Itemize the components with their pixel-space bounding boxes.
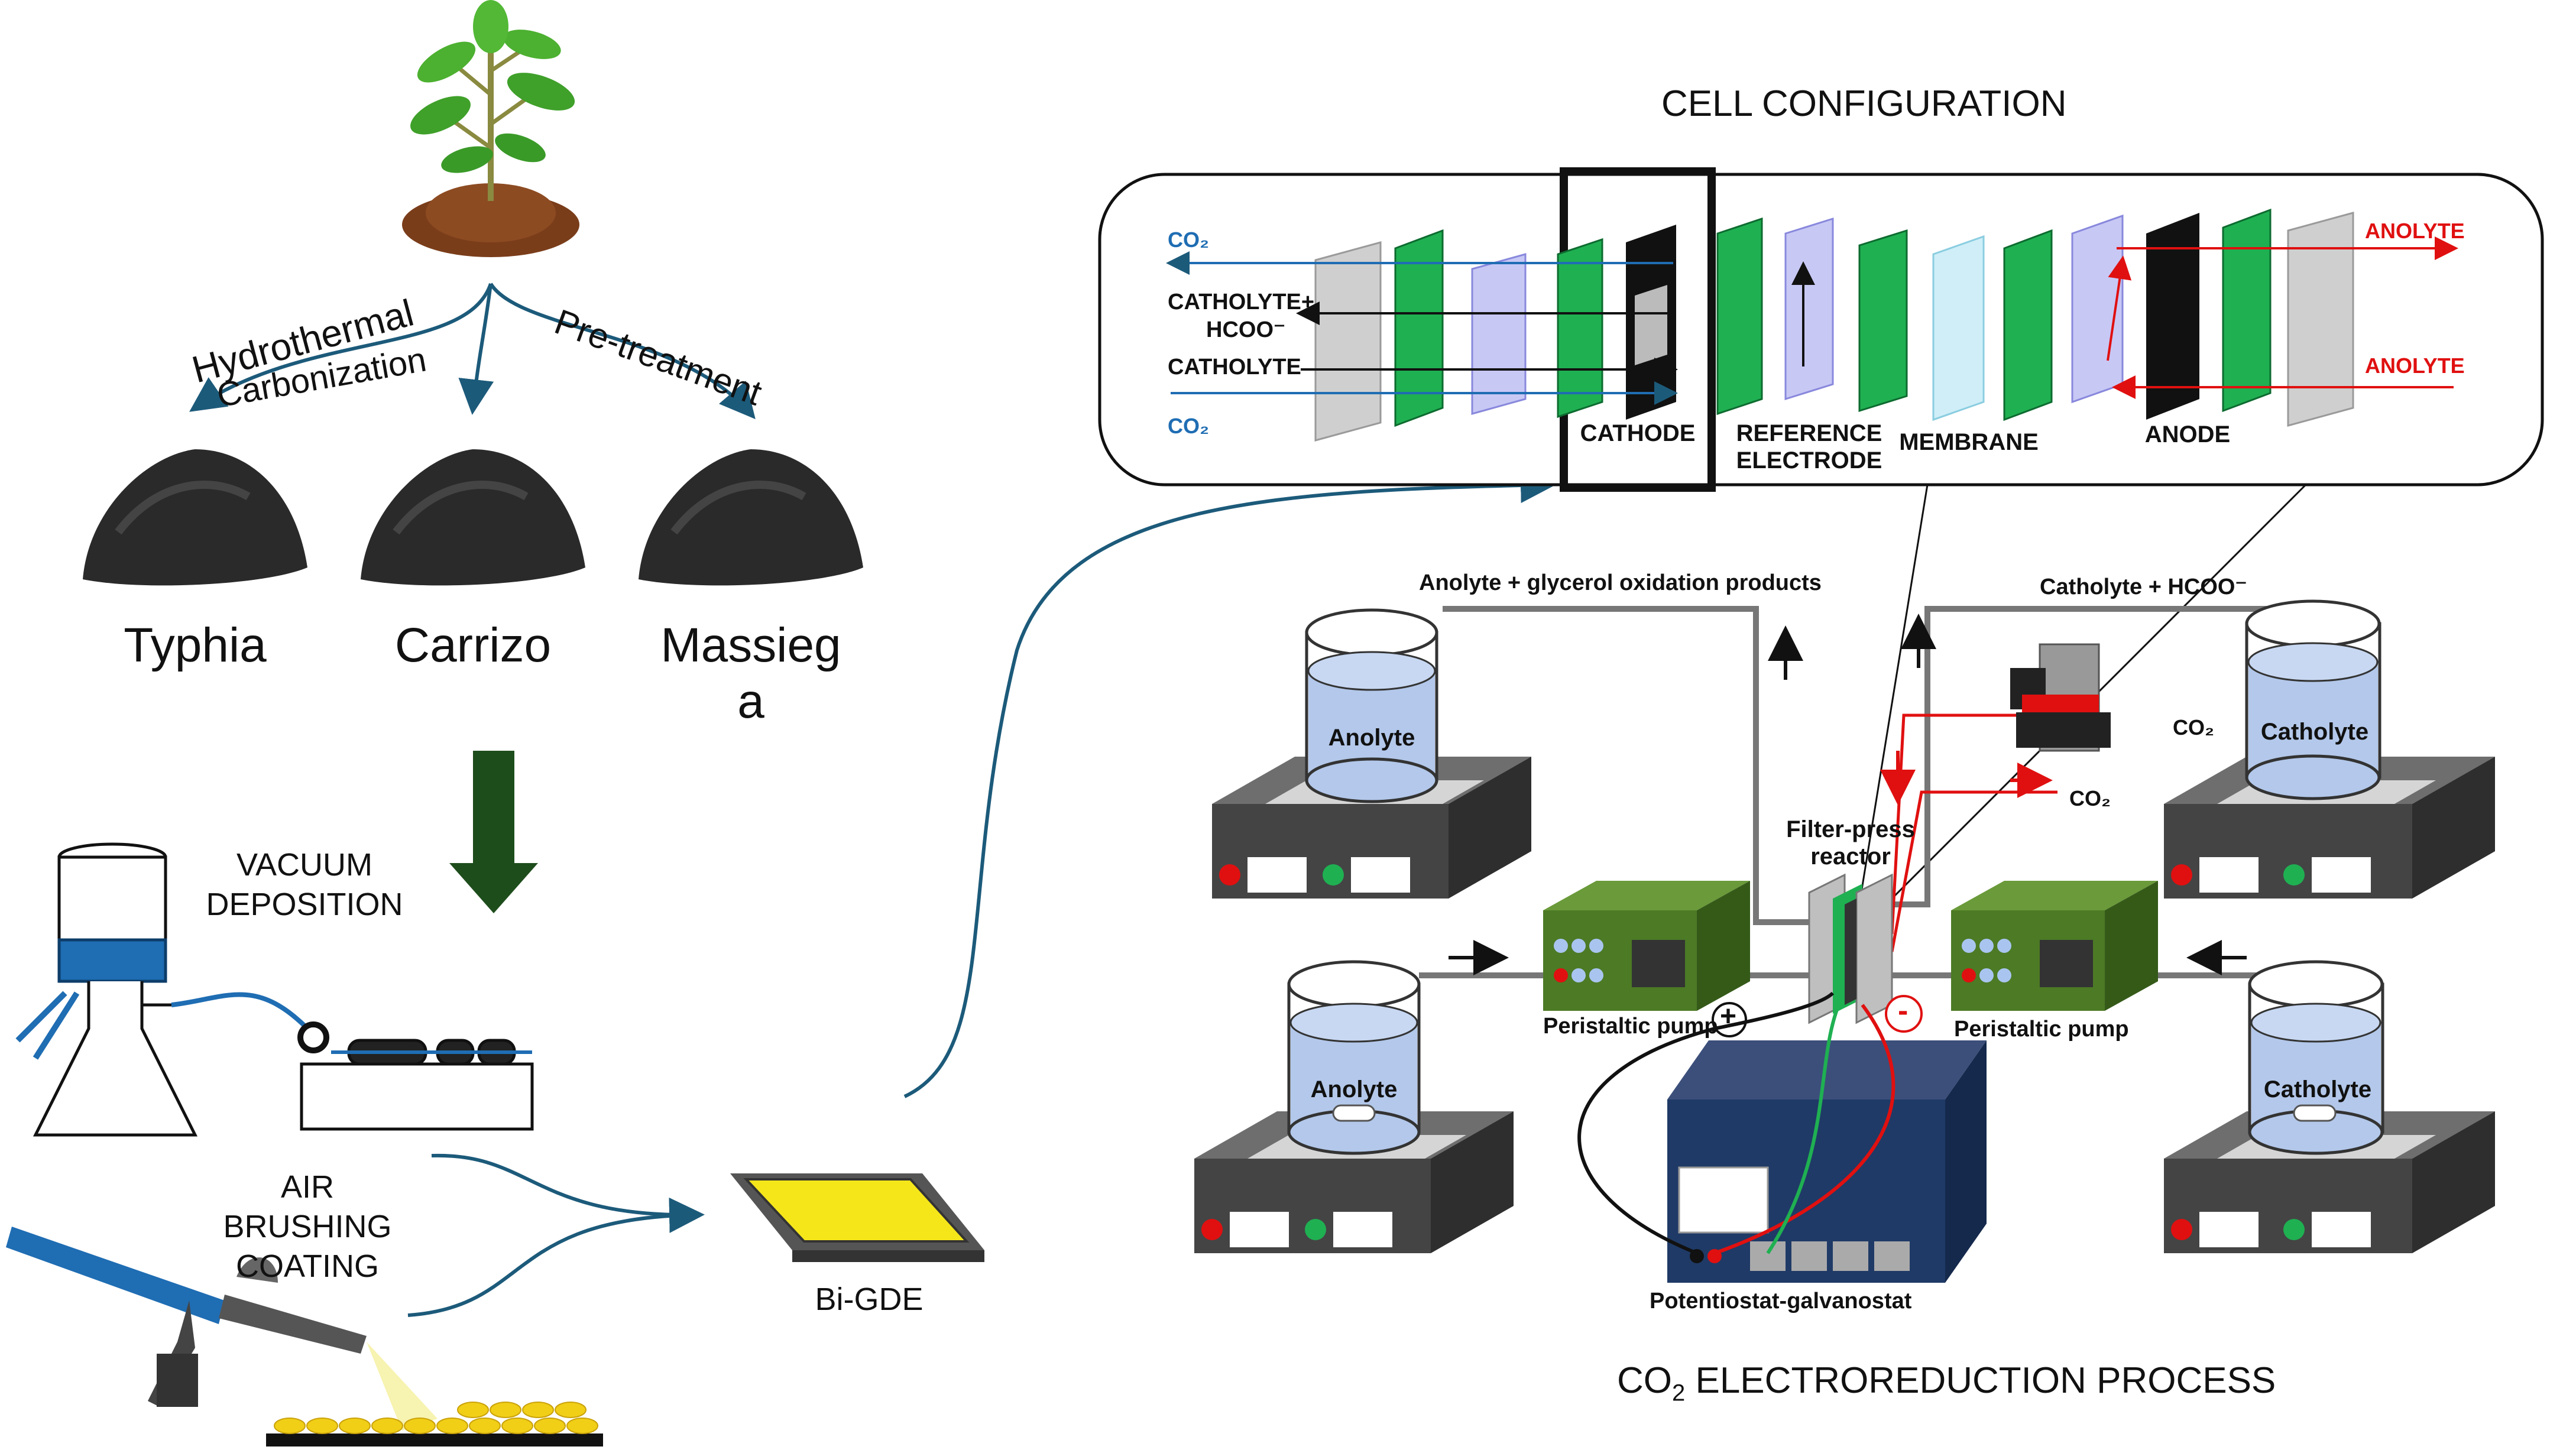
process-title: CO2 ELECTROREDUCTION PROCESS xyxy=(1617,1360,2276,1406)
process-title-pre: CO xyxy=(1617,1360,1672,1401)
beaker-anolyte-top xyxy=(1305,608,1438,803)
potentiostat-icon xyxy=(1667,1040,1987,1283)
cell-label-reference-2: ELECTRODE xyxy=(1736,447,1882,473)
process-label-catholyte-hcoo: Catholyte + HCOO⁻ xyxy=(2040,575,2247,599)
cathode-link-curve xyxy=(903,468,1556,1098)
beaker-catholyte-top xyxy=(2245,599,2381,800)
plant-icon xyxy=(402,0,579,257)
method-label-air-2: BRUSHING xyxy=(223,1209,392,1244)
cell-label-reference-1: REFERENCE xyxy=(1736,420,1882,446)
potentiostat-label: Potentiostat-galvanostat xyxy=(1650,1289,1912,1313)
process-label-reactor-2: reactor xyxy=(1810,844,1891,870)
minus-terminal-label: - xyxy=(1898,994,1908,1028)
flow-direction-arrows xyxy=(1449,614,2247,975)
process-label-co2-a: CO₂ xyxy=(2173,715,2214,740)
airbrush-icon xyxy=(6,1227,603,1446)
process-title-post: ELECTROREDUCTION PROCESS xyxy=(1685,1360,2276,1401)
cell-label-co2-top: CO₂ xyxy=(1168,228,1209,252)
method-label-air-1: AIR xyxy=(280,1169,335,1205)
route-arrows xyxy=(189,283,756,420)
biochar-pile-carrizo xyxy=(361,449,585,586)
peristaltic-pump-left xyxy=(1543,881,1750,1011)
beaker-label-catholyte-top: Catholyte xyxy=(2260,719,2369,745)
bi-gde-electrode xyxy=(730,1173,984,1262)
cell-label-anolyte-bottom: ANOLYTE xyxy=(2365,353,2465,378)
bi-gde-label: Bi-GDE xyxy=(815,1282,924,1317)
plus-terminal-label: + xyxy=(1720,1001,1737,1032)
biochar-label-carrizo: Carrizo xyxy=(394,618,552,672)
co2-valve-icon xyxy=(2010,643,2111,752)
beaker-label-anolyte-bottom: Anolyte xyxy=(1310,1076,1398,1102)
process-label-co2-b: CO₂ xyxy=(2069,786,2111,810)
cell-label-cathode: CATHODE xyxy=(1580,420,1696,446)
electrode-cables xyxy=(1577,991,1895,1255)
cell-label-anode: ANODE xyxy=(2144,421,2231,447)
process-label-anolyte-products: Anolyte + glycerol oxidation products xyxy=(1419,570,1822,595)
zoom-line-left xyxy=(1855,484,1929,923)
cell-label-co2-bottom: CO₂ xyxy=(1168,414,1209,438)
cell-label-membrane: MEMBRANE xyxy=(1899,429,2039,455)
biochar-pile-massiega xyxy=(639,449,863,586)
method-label-vacuum-2: DEPOSITION xyxy=(206,887,403,922)
biochar-pile-typhia xyxy=(83,449,307,586)
cell-configuration-title: CELL CONFIGURATION xyxy=(1661,83,2067,124)
cell-label-catholyte-hcoo-2: HCOO⁻ xyxy=(1206,317,1286,342)
filter-press-reactor xyxy=(1808,873,1893,1024)
cell-label-catholyte-hcoo-1: CATHOLYTE+ xyxy=(1168,290,1315,314)
process-label-reactor-1: Filter-press xyxy=(1786,816,1915,842)
beaker-label-catholyte-bottom: Catholyte xyxy=(2263,1076,2372,1102)
biochar-label-massiega-line1: Massieg xyxy=(660,618,841,672)
biochar-label-massiega-line2: a xyxy=(737,674,764,728)
process-title-sub: 2 xyxy=(1672,1380,1686,1406)
vacuum-filter-icon xyxy=(15,842,534,1137)
cell-label-catholyte: CATHOLYTE xyxy=(1168,355,1301,380)
cell-flow-lines xyxy=(1166,236,2458,405)
pump-label-right: Peristaltic pump xyxy=(1954,1017,2129,1042)
beaker-catholyte-bottom xyxy=(2248,960,2384,1155)
down-arrow-icon xyxy=(449,751,538,913)
biochar-label-typhia: Typhia xyxy=(124,618,267,672)
beaker-anolyte-bottom xyxy=(1287,960,1421,1155)
method-label-vacuum-1: VACUUM xyxy=(236,847,372,883)
process-tubing xyxy=(1419,606,2294,978)
pump-label-left: Peristaltic pump xyxy=(1543,1014,1718,1039)
cell-label-anolyte-top: ANOLYTE xyxy=(2365,219,2465,243)
beaker-label-anolyte-top: Anolyte xyxy=(1328,725,1415,751)
merge-arrows xyxy=(407,1153,705,1317)
minus-terminal-icon xyxy=(1885,995,1923,1033)
method-label-air-3: COATING xyxy=(236,1248,379,1284)
peristaltic-pump-right xyxy=(1951,881,2158,1011)
